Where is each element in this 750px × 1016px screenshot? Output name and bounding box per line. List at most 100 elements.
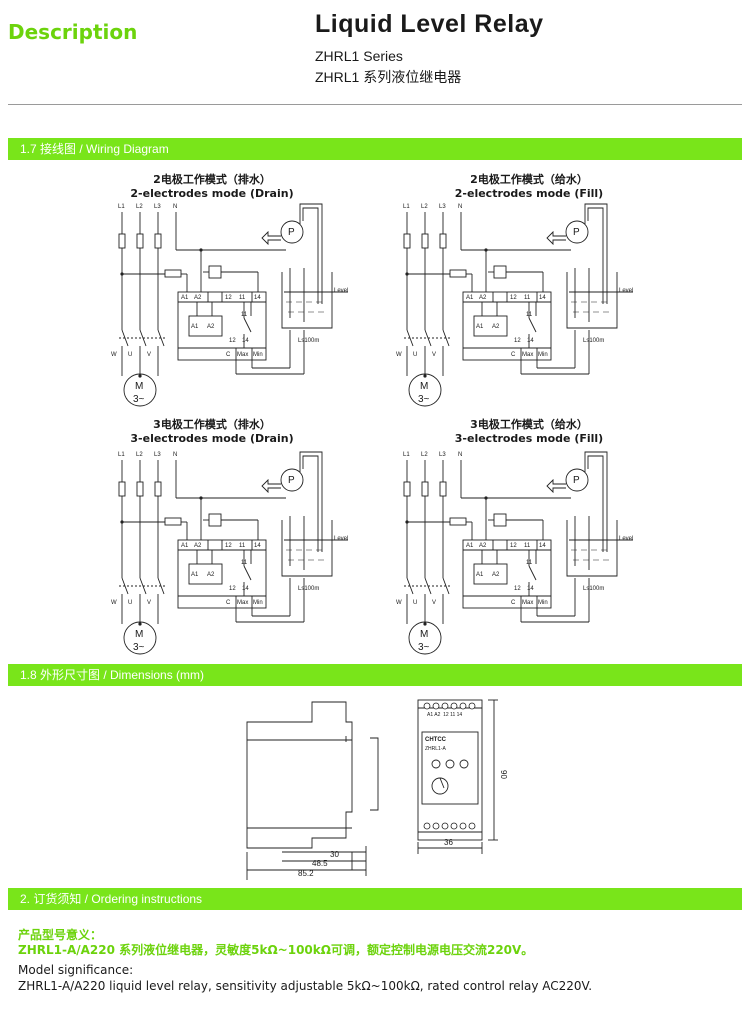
wiring-label-ls: Ls100m (583, 338, 605, 344)
diagram-title-fill-2: 2电极工作模式（给水）2-electrodes mode (Fill) (454, 173, 604, 200)
wiring-label-c: C (511, 600, 516, 606)
wiring-label-t11: 11 (239, 295, 246, 301)
front-terminal-labels: A1 A2 12 11 14 (427, 712, 463, 718)
wiring-label-t11: 11 (524, 295, 531, 301)
ordering-text-cn: ZHRL1-A/A220 系列液位继电器，灵敏度5kΩ~100kΩ可调，额定控制… (18, 943, 534, 957)
wiring-label-t12: 12 (514, 586, 521, 592)
wiring-diagram-4 (403, 451, 634, 655)
wiring-label-a1: A1 (466, 543, 474, 549)
wiring-label-pump: P (573, 227, 580, 238)
ordering-heading-en: Model significance: (18, 963, 134, 977)
dim-90: 90 (498, 770, 508, 779)
wiring-label-v: V (147, 600, 152, 606)
wiring-label-a2: A2 (492, 572, 500, 578)
wiring-label-l3: L3 (154, 204, 161, 210)
wiring-label-t12: 12 (225, 543, 232, 549)
wiring-label-ls: Ls100m (298, 338, 320, 344)
wiring-diagram-2 (403, 203, 634, 407)
wiring-diagrams (118, 203, 634, 655)
wiring-label-l3: L3 (439, 204, 446, 210)
wiring-label-phase: 3~ (133, 394, 145, 405)
wiring-label-a2: A2 (492, 324, 500, 330)
dim-30: 30 (330, 850, 339, 859)
wiring-label-a2: A2 (194, 543, 202, 549)
page-title: Liquid Level Relay (315, 10, 544, 38)
wiring-label-a1: A1 (466, 295, 474, 301)
wiring-label-max: Max (522, 352, 534, 358)
wiring-diagram-1 (118, 203, 349, 407)
wiring-label-t11: 11 (239, 543, 246, 549)
model-text: ZHRL1-A (425, 746, 446, 752)
wiring-label-ls: Ls100m (583, 586, 605, 592)
wiring-label-phase: 3~ (418, 642, 430, 653)
wiring-label-u: U (413, 600, 418, 606)
wiring-label-max: Max (522, 600, 534, 606)
wiring-label-a2: A2 (207, 572, 215, 578)
wiring-label-c: C (226, 600, 231, 606)
wiring-label-t11: 11 (526, 312, 533, 318)
wiring-label-t12: 12 (229, 586, 236, 592)
wiring-label-ls: Ls100m (298, 586, 320, 592)
wiring-label-t14: 14 (242, 586, 249, 592)
wiring-label-a1: A1 (181, 543, 189, 549)
wiring-label-t12: 12 (510, 543, 517, 549)
wiring-label-t14: 14 (527, 586, 534, 592)
wiring-label-u: U (128, 352, 133, 358)
wiring-label-t14: 14 (539, 295, 546, 301)
header-divider (8, 104, 742, 105)
wiring-label-t14: 14 (539, 543, 546, 549)
wiring-label-v: V (147, 352, 152, 358)
diagram-title-drain-2: 2电极工作模式（排水）2-electrodes mode (Drain) (130, 173, 294, 200)
dim-85-2: 85.2 (298, 869, 314, 878)
wiring-label-level: Level (334, 288, 349, 294)
wiring-label-t14: 14 (242, 338, 249, 344)
series-name: ZHRL1 Series (315, 48, 403, 64)
wiring-label-a2: A2 (207, 324, 215, 330)
wiring-label-min: Min (253, 352, 263, 358)
wiring-label-t12: 12 (229, 338, 236, 344)
wiring-label-motor: M (420, 381, 429, 392)
wiring-label-l3: L3 (154, 452, 161, 458)
wiring-label-t11: 11 (524, 543, 531, 549)
wiring-label-n: N (458, 452, 463, 458)
wiring-label-w: W (111, 600, 117, 606)
wiring-label-pump: P (288, 227, 295, 238)
wiring-label-u: U (128, 600, 133, 606)
wiring-label-n: N (173, 204, 178, 210)
wiring-label-t14: 14 (527, 338, 534, 344)
dim-48-5: 48.5 (312, 859, 328, 868)
section-bar-ordering: 2. 订货须知 / Ordering instructions (8, 888, 742, 910)
wiring-diagram-3 (118, 451, 349, 655)
wiring-label-l2: L2 (421, 204, 428, 210)
wiring-label-l2: L2 (421, 452, 428, 458)
wiring-label-w: W (396, 600, 402, 606)
wiring-label-w: W (111, 352, 117, 358)
wiring-label-v: V (432, 352, 437, 358)
wiring-label-a1: A1 (191, 324, 199, 330)
wiring-label-l2: L2 (136, 204, 143, 210)
wiring-label-a2: A2 (479, 295, 487, 301)
wiring-label-phase: 3~ (133, 642, 145, 653)
wiring-label-l3: L3 (439, 452, 446, 458)
dimension-drawing (246, 699, 498, 880)
wiring-label-min: Min (253, 600, 263, 606)
wiring-label-min: Min (538, 352, 548, 358)
wiring-label-max: Max (237, 352, 249, 358)
wiring-label-t12: 12 (514, 338, 521, 344)
wiring-label-a2: A2 (194, 295, 202, 301)
wiring-label-level: Level (619, 536, 634, 542)
diagram-title-fill-3: 3电极工作模式（给水）3-electrodes mode (Fill) (454, 418, 604, 445)
wiring-label-l1: L1 (118, 452, 125, 458)
wiring-label-t11: 11 (526, 560, 533, 566)
wiring-label-pump: P (288, 475, 295, 486)
wiring-label-n: N (173, 452, 178, 458)
wiring-label-t11: 11 (241, 312, 248, 318)
wiring-label-t14: 14 (254, 295, 261, 301)
wiring-label-w: W (396, 352, 402, 358)
description-heading: Description (8, 20, 138, 44)
wiring-label-c: C (226, 352, 231, 358)
wiring-label-t12: 12 (225, 295, 232, 301)
diagram-title-drain-3: 3电极工作模式（排水）3-electrodes mode (Drain) (130, 418, 294, 445)
wiring-label-min: Min (538, 600, 548, 606)
wiring-label-a1: A1 (181, 295, 189, 301)
